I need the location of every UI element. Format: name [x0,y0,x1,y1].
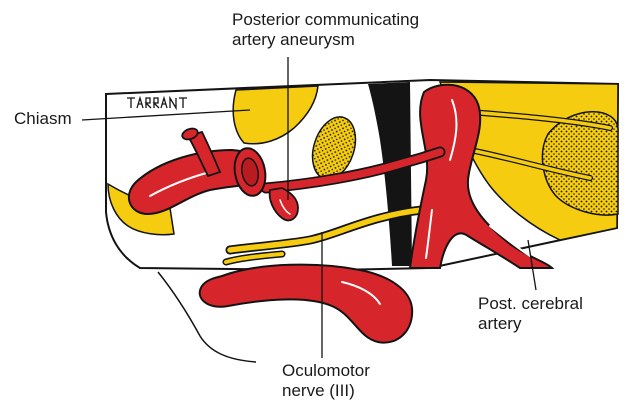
label-pcom-line1: Posterior communicating [232,10,419,30]
label-pcom-aneurysm: Posterior communicating artery aneurysm [232,10,419,50]
label-pcom-line2: artery aneurysm [232,30,419,50]
label-oculomotor-nerve: Oculomotor nerve (III) [282,361,370,401]
label-cn3-line1: Oculomotor [282,361,370,381]
label-pca-line2: artery [478,314,583,334]
label-post-cerebral-artery: Post. cerebral artery [478,294,583,334]
label-cn3-line2: nerve (III) [282,381,370,401]
label-chiasm: Chiasm [14,109,72,129]
artist-signature [126,96,190,110]
label-pca-line1: Post. cerebral [478,294,583,314]
